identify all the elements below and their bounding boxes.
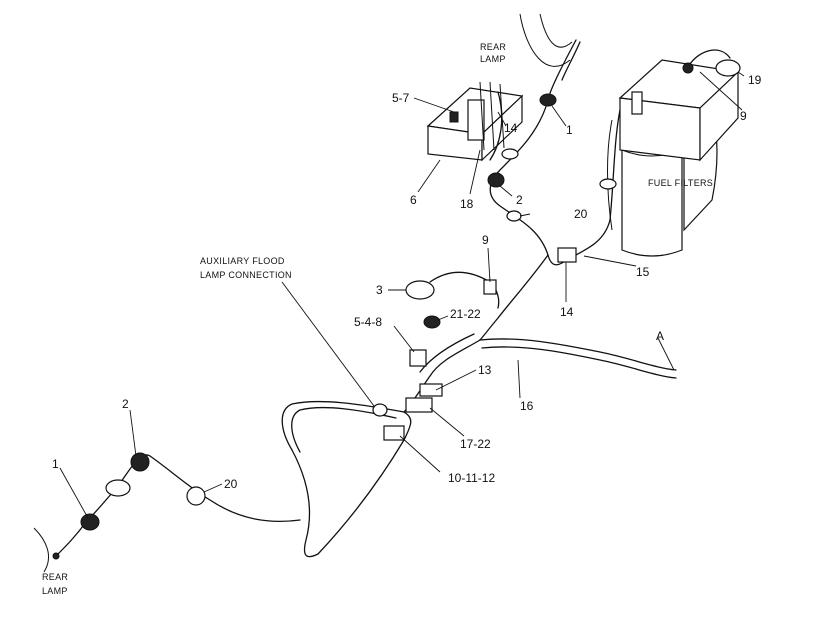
callout-19: 19	[748, 73, 762, 87]
label-aux-flood-line2: LAMP CONNECTION	[200, 270, 292, 280]
label-rear-lamp-top-line2: LAMP	[480, 54, 506, 64]
callout-20-left: 20	[224, 477, 238, 491]
callout-14-top: 14	[504, 121, 518, 135]
connector-5-4-8	[409, 349, 427, 367]
label-ref-a: A	[656, 329, 664, 343]
callout-18: 18	[460, 197, 474, 211]
callout-2-top: 2	[516, 193, 523, 207]
ring-filter	[599, 178, 617, 190]
aux-flood-connector	[372, 403, 388, 417]
grommet-2-left	[130, 452, 150, 472]
connector-10-11-12	[383, 425, 405, 441]
callout-5-7: 5-7	[392, 91, 410, 105]
callout-10-11-12: 10-11-12	[448, 471, 495, 485]
grommet-1-top	[539, 93, 557, 107]
label-aux-flood-line1: AUXILIARY FLOOD	[200, 256, 285, 266]
grommet-1-left	[80, 513, 100, 531]
callout-17-22: 17-22	[460, 437, 491, 451]
callout-5-4-8: 5-4-8	[354, 315, 382, 329]
connector-14-mid	[557, 247, 577, 263]
leader-lines	[59, 71, 745, 519]
clamp-20-top	[506, 210, 522, 222]
clip-9-mid	[483, 279, 497, 295]
ring-left	[105, 479, 131, 497]
harness-components	[33, 59, 741, 573]
fender-arc-top	[519, 13, 571, 67]
callout-9-top: 9	[740, 109, 747, 123]
grommet-2-top	[487, 172, 505, 188]
callout-2-left: 2	[122, 397, 129, 411]
label-rear-lamp-top-line1: REAR	[480, 42, 506, 52]
callout-9-mid: 9	[482, 233, 489, 247]
callout-1-left: 1	[52, 457, 59, 471]
callout-14-mid: 14	[560, 305, 574, 319]
sensor-3	[405, 280, 435, 300]
harness-wires	[55, 39, 731, 558]
connector-21-22	[423, 315, 441, 329]
callout-1-top: 1	[566, 123, 573, 137]
fuel-filter-assembly	[607, 59, 740, 257]
label-rear-lamp-bottom-line2: LAMP	[42, 586, 68, 596]
callout-20-top: 20	[574, 207, 588, 221]
text-labels: REAR LAMP REAR LAMP AUXILIARY FLOOD LAMP…	[42, 42, 762, 596]
callout-16: 16	[520, 399, 534, 413]
filter-connector-9	[682, 62, 694, 74]
fender-arc-top-2	[539, 13, 573, 48]
label-rear-lamp-bottom-line1: REAR	[42, 572, 68, 582]
callout-3: 3	[376, 283, 383, 297]
label-fuel-filters: FUEL FILTERS	[648, 178, 713, 188]
callout-13: 13	[478, 363, 492, 377]
connector-19	[715, 59, 741, 77]
ring-14-top	[501, 148, 519, 160]
callout-6: 6	[410, 193, 417, 207]
connector-17-22	[405, 397, 433, 413]
callout-15: 15	[636, 265, 650, 279]
callout-21-22: 21-22	[450, 307, 481, 321]
ring-20-left	[186, 486, 206, 506]
rear-lamp-plug-bottom	[52, 552, 60, 560]
relay-13	[419, 383, 443, 397]
